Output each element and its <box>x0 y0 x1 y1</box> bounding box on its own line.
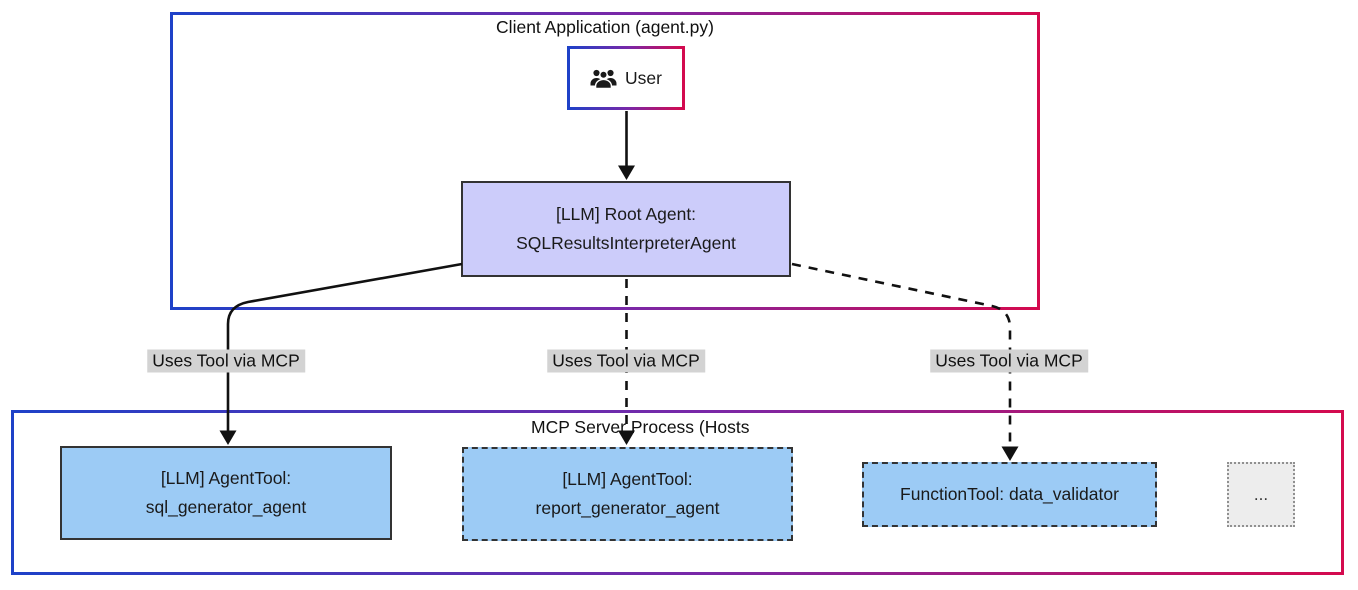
user-node: User <box>567 46 685 110</box>
root-agent-line2: SQLResultsInterpreterAgent <box>516 233 736 253</box>
user-node-label: User <box>625 67 662 88</box>
data-validator-node: FunctionTool: data_validator <box>862 462 1157 527</box>
ellipsis-node: ... <box>1227 462 1295 527</box>
root-agent-line1: [LLM] Root Agent: <box>555 204 697 224</box>
sql-generator-agent-node: [LLM] AgentTool: sql_generator_agent <box>60 446 392 540</box>
report-generator-line2: report_generator_agent <box>535 498 720 518</box>
data-validator-label: FunctionTool: data_validator <box>900 484 1119 504</box>
report-generator-line1: [LLM] AgentTool: <box>562 469 693 489</box>
ellipsis-label: ... <box>1253 485 1269 504</box>
sql-generator-line2: sql_generator_agent <box>145 497 307 517</box>
sql-generator-line1: [LLM] AgentTool: <box>160 468 292 488</box>
report-generator-agent-node: [LLM] AgentTool: report_generator_agent <box>462 447 793 541</box>
users-icon <box>590 69 617 89</box>
mcp-server-title: MCP Server Process (Hosts <box>531 417 750 437</box>
edge-label-report-generator: Uses Tool via MCP <box>547 349 705 373</box>
client-application-title: Client Application (agent.py) <box>496 17 714 37</box>
edge-label-data-validator: Uses Tool via MCP <box>930 349 1088 373</box>
edge-label-sql-generator: Uses Tool via MCP <box>147 349 305 373</box>
root-agent-node: [LLM] Root Agent: SQLResultsInterpreterA… <box>461 181 791 277</box>
